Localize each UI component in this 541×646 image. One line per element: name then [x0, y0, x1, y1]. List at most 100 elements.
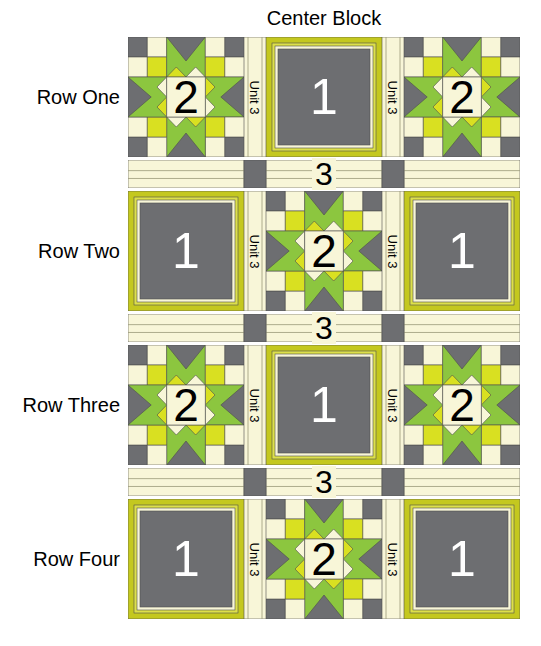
sashing-unit: Unit 3 — [244, 37, 266, 157]
sashing-seam — [128, 324, 244, 325]
frame-center — [278, 49, 370, 145]
quilt-piece — [305, 595, 344, 619]
frame-inner — [272, 351, 376, 459]
cornerstone — [382, 468, 404, 496]
quilt-piece — [157, 97, 167, 117]
quilt-piece — [266, 191, 285, 211]
unit-label: Unit 3 — [249, 542, 262, 576]
unit-label: Unit 3 — [249, 234, 262, 268]
quilt-piece — [501, 425, 520, 445]
quilt-piece — [501, 345, 520, 365]
quilt-piece — [128, 345, 147, 365]
quilt-piece — [128, 37, 147, 57]
unit-label: Unit 3 — [249, 388, 262, 422]
frame-center — [140, 203, 232, 299]
quilt-piece — [128, 137, 147, 157]
quilt-piece — [225, 37, 244, 57]
quilt-piece — [305, 499, 344, 523]
quilt-piece — [363, 499, 382, 519]
sashing-ground — [382, 37, 404, 157]
cornerstone — [244, 160, 266, 188]
quilt-piece — [481, 57, 500, 77]
frame-line — [275, 354, 373, 456]
quilt-piece — [343, 559, 353, 579]
quilt-piece — [305, 191, 344, 231]
quilt-piece — [128, 385, 151, 425]
quilt-piece — [225, 345, 244, 365]
quilt-piece — [205, 405, 215, 425]
quilt-piece — [221, 77, 244, 117]
quilt-piece — [167, 117, 206, 157]
quilt-piece — [363, 579, 382, 599]
frame-inner — [410, 505, 514, 613]
frame-line — [275, 46, 373, 148]
quilt-piece — [285, 271, 304, 291]
callout-number: 3 — [312, 466, 336, 498]
quilt-piece — [501, 365, 520, 385]
quilt-piece — [285, 519, 304, 539]
quilt-piece — [404, 385, 427, 425]
quilt-piece — [343, 539, 353, 559]
quilt-piece — [363, 271, 382, 291]
frame-outer — [266, 345, 382, 465]
quilt-piece — [167, 37, 206, 61]
quilt-piece — [305, 579, 344, 619]
quilt-piece — [128, 385, 167, 425]
quilt-piece — [404, 365, 423, 385]
quilt-piece — [343, 579, 362, 599]
quilt-piece — [205, 117, 224, 137]
unit-label: Unit 3 — [387, 542, 400, 576]
quilt-piece — [147, 37, 166, 57]
sashing-strip: 3 — [128, 468, 520, 496]
quilt-piece — [128, 57, 147, 77]
quilt-piece — [481, 425, 500, 445]
quilt-piece — [205, 425, 224, 445]
unit-label: Unit 3 — [387, 80, 400, 114]
frame-outer — [266, 37, 382, 157]
quilt-piece — [501, 137, 520, 157]
quilt-piece — [343, 499, 362, 519]
quilt-piece — [433, 385, 443, 405]
framed-block: 1 — [266, 37, 382, 157]
star-block: 2 — [128, 37, 244, 157]
star-block: 2 — [404, 345, 520, 465]
quilt-piece — [443, 117, 482, 157]
callout-number: 2 — [173, 382, 199, 428]
quilt-piece — [481, 137, 500, 157]
sashing-ground — [244, 37, 266, 157]
quilt-piece — [305, 271, 344, 311]
quilt-piece — [501, 117, 520, 137]
callout-number: 1 — [310, 380, 338, 430]
sashing-unit: Unit 3 — [382, 37, 404, 157]
quilt-piece — [167, 441, 206, 465]
quilt-piece — [363, 211, 382, 231]
block-ground — [266, 499, 382, 619]
sashing-seam — [404, 486, 520, 487]
sashing-seam — [128, 486, 244, 487]
quilt-piece — [167, 133, 206, 157]
quilt-piece — [205, 137, 224, 157]
quilt-piece — [157, 385, 167, 405]
quilt-piece — [225, 117, 244, 137]
quilt-piece — [305, 499, 344, 539]
cornerstone — [244, 468, 266, 496]
framed-block: 1 — [128, 191, 244, 311]
callout-number: 1 — [172, 534, 200, 584]
framed-block: 1 — [404, 191, 520, 311]
cornerstone — [382, 160, 404, 188]
quilt-piece — [295, 539, 305, 559]
quilt-piece — [285, 211, 304, 231]
quilt-piece — [305, 191, 344, 215]
sashing-unit: Unit 3 — [382, 345, 404, 465]
quilt-piece — [128, 77, 151, 117]
quilt-piece — [443, 37, 482, 77]
sashing-segment — [128, 468, 244, 496]
frame-outer — [404, 191, 520, 311]
frame-inner — [410, 197, 514, 305]
quilt-piece — [167, 345, 206, 385]
quilt-piece — [481, 77, 491, 97]
star-block: 2 — [128, 345, 244, 465]
quilt-piece — [497, 77, 520, 117]
frame-center — [416, 511, 508, 607]
